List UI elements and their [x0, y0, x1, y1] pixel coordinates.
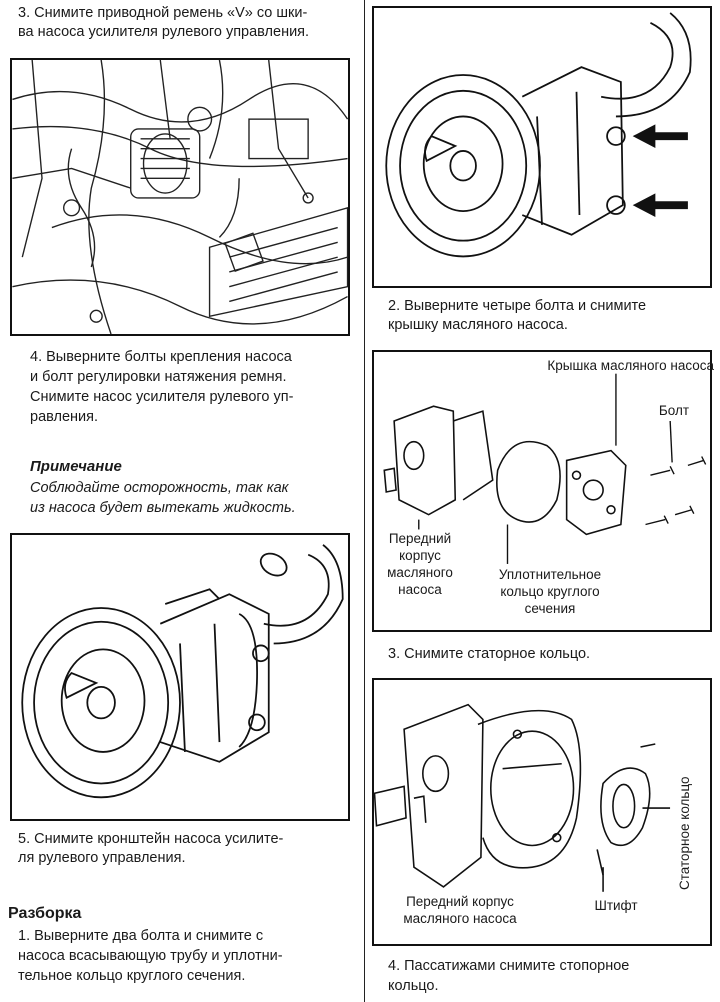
pump-cover-exploded-drawing: [383, 373, 707, 564]
pump-bolts-drawing: [385, 12, 692, 258]
step-5-remove-bracket: 5. Снимите кронштейн насоса усилите- ля …: [18, 831, 284, 866]
engine-bay-illustration: [10, 58, 350, 336]
pump-cover-exploded-illustration: [372, 350, 712, 632]
stator-ring-exploded-illustration: [372, 678, 712, 946]
engine-bay-drawing: [12, 60, 348, 334]
column-divider: [364, 0, 365, 1002]
label-pump-cover: Крышка масляного насоса: [547, 358, 714, 373]
label-o-ring: Уплотнительное кольцо круглого сечения: [498, 567, 602, 616]
step-4-remove-pump: 4. Выверните болты крепления насоса и бо…: [30, 349, 294, 425]
step-4-remove-snap-ring: 4. Пассатижами снимите стопорное кольцо.: [388, 958, 630, 994]
disassembly-step-1: 1. Выверните два болта и снимите с насос…: [18, 928, 283, 984]
pump-bracket-drawing: [21, 544, 344, 799]
stator-ring-exploded-drawing: [374, 703, 671, 892]
step-3-remove-stator: 3. Снимите статорное кольцо.: [388, 646, 591, 662]
step-3-remove-belt: 3. Снимите приводной ремень «V» со шки- …: [18, 5, 310, 40]
note-text: Соблюдайте осторожность, так как из насо…: [30, 480, 296, 516]
step-2-remove-cover: 2. Выверните четыре болта и снимите крыш…: [388, 298, 647, 333]
label-pin: Штифт: [594, 898, 638, 913]
pump-with-bracket-illustration: [10, 533, 350, 821]
label-front-housing: Передний корпус масляного насоса: [387, 531, 453, 597]
note-title: Примечание: [30, 458, 122, 475]
pump-bolts-arrows-illustration: [372, 6, 712, 288]
section-heading-disassembly: Разборка: [8, 905, 82, 922]
label-stator-ring: Статорное кольцо: [677, 776, 692, 890]
label-front-housing-b: Передний корпус масляного насоса: [403, 894, 517, 926]
label-bolt: Болт: [658, 403, 690, 418]
